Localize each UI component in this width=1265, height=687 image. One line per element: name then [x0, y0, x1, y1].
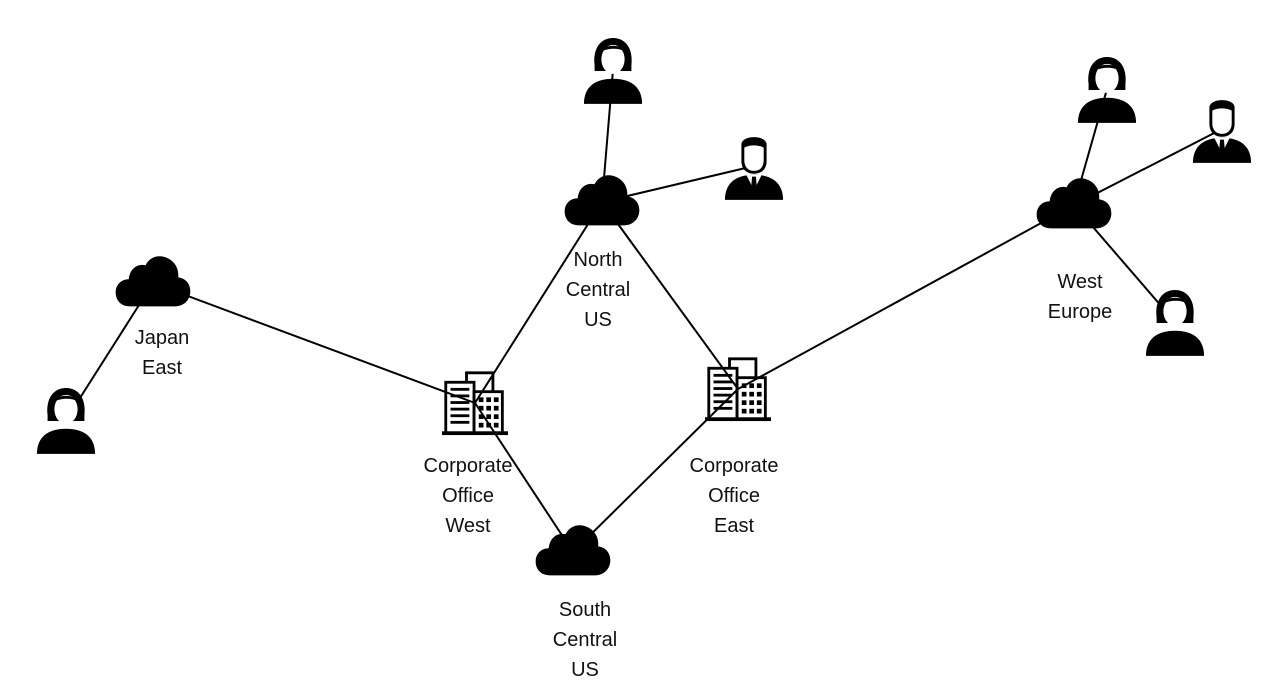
node-user-we-1	[1077, 57, 1137, 123]
node-label-line: South	[559, 599, 611, 621]
cloud-icon	[1036, 178, 1112, 229]
node-label-line: East	[714, 515, 754, 537]
node-label-line: West	[1057, 271, 1103, 293]
building-icon	[442, 371, 508, 437]
link-corporate-office-east-to-west-europe	[737, 204, 1075, 390]
user-female-icon	[583, 38, 643, 104]
node-label-line: West	[445, 515, 491, 537]
node-label-line: Europe	[1048, 301, 1113, 323]
link-north-central-us-to-corporate-office-east	[601, 201, 739, 390]
link-north-central-us-to-user-nc-2	[601, 165, 755, 203]
node-label-line: Central	[566, 279, 630, 301]
node-label-line: Central	[553, 629, 617, 651]
link-corporate-office-west-to-south-central-us	[474, 402, 574, 553]
cloud-icon	[535, 525, 611, 576]
node-label-line: US	[571, 659, 599, 681]
user-female-icon	[1077, 57, 1137, 123]
node-user-we-2	[1192, 100, 1252, 163]
link-corporate-office-west-to-north-central-us	[474, 201, 603, 404]
node-label-line: US	[584, 309, 612, 331]
user-male-icon	[724, 137, 784, 200]
node-user-japan	[36, 388, 96, 454]
node-user-nc-2	[724, 137, 784, 200]
link-japan-east-to-corporate-office-west	[152, 282, 476, 404]
node-label-line: Japan	[135, 327, 190, 349]
link-south-central-us-to-corporate-office-east	[572, 388, 739, 553]
node-user-nc-1	[583, 38, 643, 104]
node-label-line: Office	[708, 485, 760, 507]
node-label-line: Corporate	[424, 455, 513, 477]
node-label-line: North	[574, 249, 623, 271]
cloud-icon	[115, 256, 191, 307]
node-label-line: Office	[442, 485, 494, 507]
node-label-line: East	[142, 357, 182, 379]
user-female-icon	[36, 388, 96, 454]
cloud-icon	[564, 175, 640, 226]
node-label-line: Corporate	[690, 455, 779, 477]
user-male-icon	[1192, 100, 1252, 163]
